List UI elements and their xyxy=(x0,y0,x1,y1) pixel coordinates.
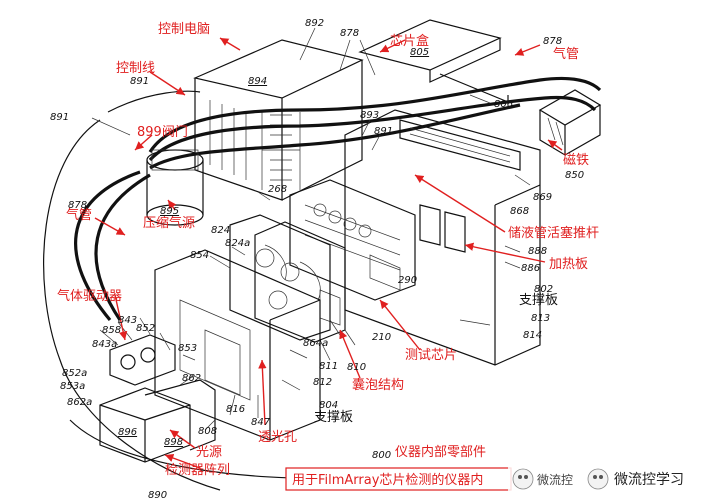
num-813: 813 xyxy=(531,313,550,324)
num-806: 806 xyxy=(494,99,513,110)
num-852a: 852a xyxy=(62,368,87,379)
num-290: 290 xyxy=(398,275,417,286)
num-886: 886 xyxy=(521,263,540,274)
num-893: 893 xyxy=(360,110,379,121)
num-878a: 878 xyxy=(340,28,359,39)
back-plate-drawing xyxy=(344,109,541,366)
num-878b: 878 xyxy=(543,36,562,47)
label-light-hole: 透光孔 xyxy=(258,430,297,445)
watermark-small-text: 微流控 xyxy=(537,473,573,487)
num-800: 800 xyxy=(372,450,391,461)
num-850: 850 xyxy=(565,170,584,181)
num-890: 890 xyxy=(148,490,167,501)
front-support-drawing xyxy=(154,249,321,441)
gas-driver-drawing xyxy=(99,317,176,386)
num-892: 892 xyxy=(305,18,324,29)
annotation-arrows xyxy=(94,37,563,469)
label-control-line: 控制线 xyxy=(116,61,155,76)
num-864a: 864a xyxy=(303,338,328,349)
label-light-source: 光源 xyxy=(196,445,222,460)
label-blister: 囊泡结构 xyxy=(352,377,404,393)
num-843: 843 xyxy=(118,315,137,326)
num-894: 894 xyxy=(248,76,267,87)
num-878c: 878 xyxy=(68,200,87,211)
label-compressed-air: 压缩气源 xyxy=(143,215,195,231)
num-895: 895 xyxy=(160,206,179,217)
num-891a: 891 xyxy=(130,76,149,87)
num-808: 808 xyxy=(198,426,217,437)
num-824: 824 xyxy=(211,225,230,236)
num-847: 847 xyxy=(251,417,271,428)
label-support-front: 支撑板 xyxy=(314,410,353,425)
control-lines-drawing xyxy=(43,76,602,491)
num-805: 805 xyxy=(410,47,429,58)
num-804: 804 xyxy=(319,400,338,411)
line-art xyxy=(43,19,602,491)
gasket-plate-drawing xyxy=(229,214,331,341)
num-268: 268 xyxy=(268,184,287,195)
num-898: 898 xyxy=(164,437,183,448)
wechat-account-icon xyxy=(587,468,609,490)
label-gas-tube-left: 气管 xyxy=(66,207,92,223)
label-gas-driver: 气体驱动器 xyxy=(57,288,122,304)
label-support-right: 支撑板 xyxy=(519,293,558,308)
reference-numbers: 892 894 878 805 878 891 891 806 893 891 … xyxy=(50,18,584,501)
label-chip-kit: 芯片盒 xyxy=(390,33,429,49)
num-869: 869 xyxy=(533,192,552,203)
num-852: 852 xyxy=(136,323,155,334)
num-853a: 853a xyxy=(60,381,85,392)
light-detector-drawing xyxy=(99,379,216,463)
num-802: 802 xyxy=(534,284,553,295)
num-896: 896 xyxy=(118,427,137,438)
leader-lines xyxy=(91,27,531,431)
label-internal-parts: 仪器内部零部件 xyxy=(395,444,486,460)
label-valve: 899阀门 xyxy=(137,125,188,140)
num-843a: 843a xyxy=(92,339,117,350)
num-891b: 891 xyxy=(50,112,69,123)
test-chip-drawing xyxy=(289,179,416,301)
caption-group: 用于FilmArray芯片检测的仪器内 xyxy=(285,467,512,491)
watermark-group: 微流控 微流控学习 xyxy=(508,464,720,494)
num-824a: 824a xyxy=(225,238,250,249)
num-888: 888 xyxy=(528,246,547,257)
label-heater: 加热板 xyxy=(549,257,588,272)
num-868: 868 xyxy=(510,206,529,217)
num-811: 811 xyxy=(319,361,338,372)
num-810: 810 xyxy=(347,362,366,373)
num-858: 858 xyxy=(102,325,121,336)
num-854: 854 xyxy=(190,250,209,261)
wechat-logo-icon xyxy=(512,468,534,490)
chinese-labels: 控制电脑 控制线 芯片盒 气管 899阀门 磁铁 气管 压缩气源 储液管活塞推杆… xyxy=(57,22,599,478)
support-labels: 支撑板 支撑板 xyxy=(314,293,558,425)
caption-text: 用于FilmArray芯片检测的仪器内 xyxy=(292,472,483,488)
label-gas-tube-top: 气管 xyxy=(553,46,579,62)
num-853: 853 xyxy=(178,343,197,354)
num-862: 862 xyxy=(182,373,201,384)
label-detector-array: 检测器阵列 xyxy=(165,463,230,478)
control-computer-drawing xyxy=(193,39,364,201)
num-812: 812 xyxy=(313,377,332,388)
watermark-text: 微流控学习 xyxy=(614,472,684,488)
label-control-computer: 控制电脑 xyxy=(158,22,210,37)
num-816: 816 xyxy=(226,404,245,415)
num-891c: 891 xyxy=(374,126,393,137)
label-magnet: 磁铁 xyxy=(563,153,589,168)
label-piston-rod: 储液管活塞推杆 xyxy=(508,225,599,241)
label-test-chip: 测试芯片 xyxy=(405,348,457,363)
num-862a: 862a xyxy=(67,397,92,408)
num-814: 814 xyxy=(523,330,542,341)
num-210: 210 xyxy=(372,332,391,343)
